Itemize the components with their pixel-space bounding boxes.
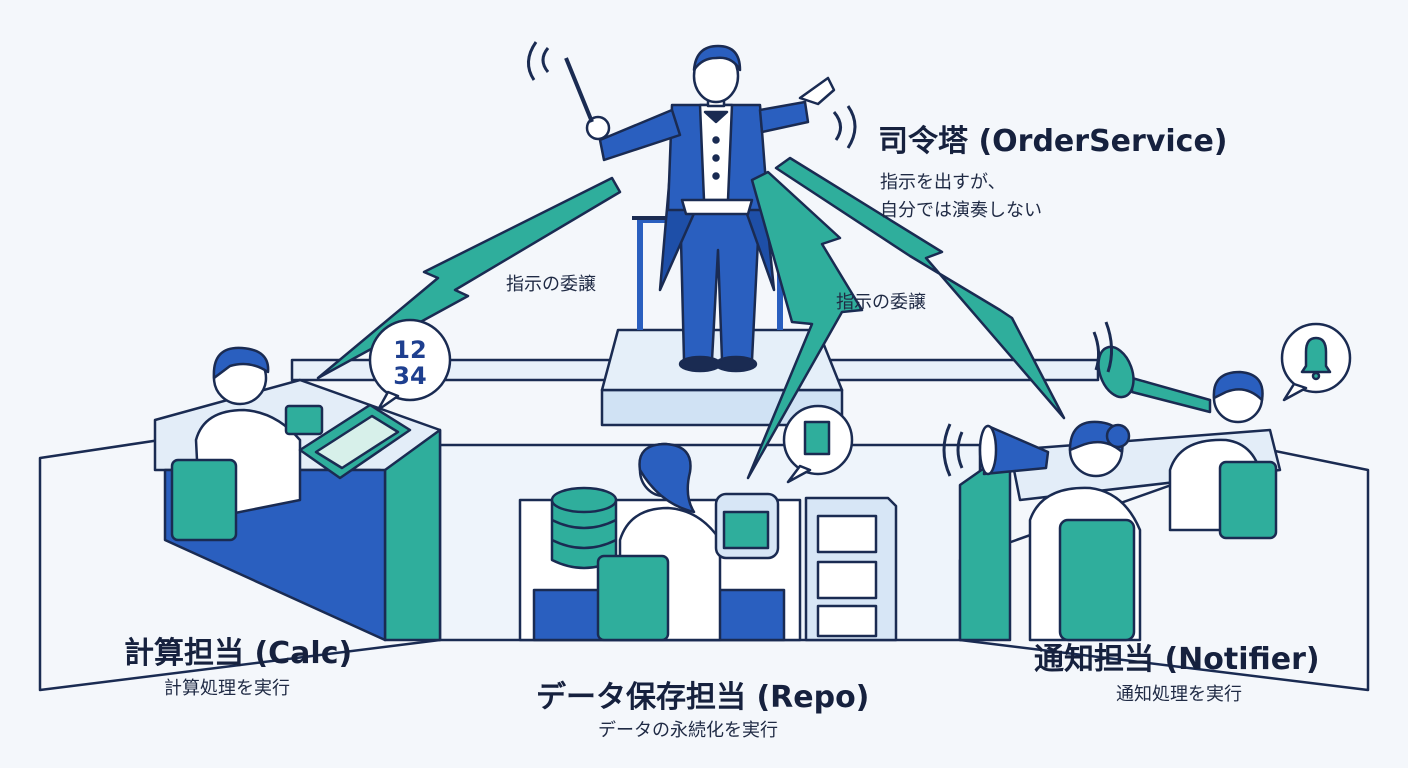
- document-icon: [784, 406, 852, 474]
- repo-station: [518, 404, 898, 642]
- notifier-desc: 通知処理を実行: [1116, 684, 1242, 705]
- conductor-figure: [527, 41, 857, 373]
- conductor-desc-line1: 指示を出すが、: [880, 172, 1006, 193]
- conductor-title: 司令塔 (OrderService): [878, 124, 1228, 159]
- delegation-label-left: 指示の委譲: [506, 274, 596, 295]
- notifier-title: 通知担当 (Notifier): [1034, 642, 1320, 677]
- notifier-station: [942, 321, 1352, 642]
- calc-bubble-line2: 34: [393, 362, 426, 390]
- calc-bubble-line1: 12: [393, 336, 426, 364]
- calc-title: 計算担当 (Calc): [124, 636, 353, 671]
- bell-icon: [1282, 324, 1350, 392]
- calc-station: [163, 318, 452, 642]
- repo-desc: データの永続化を実行: [598, 720, 778, 741]
- conductor-desc-line2: 自分では演奏しない: [880, 200, 1042, 221]
- repo-title: データ保存担当 (Repo): [536, 680, 870, 715]
- calc-desc: 計算処理を実行: [164, 678, 290, 699]
- number-bubble-icon: [370, 320, 450, 400]
- delegation-label-right: 指示の委譲: [836, 292, 926, 313]
